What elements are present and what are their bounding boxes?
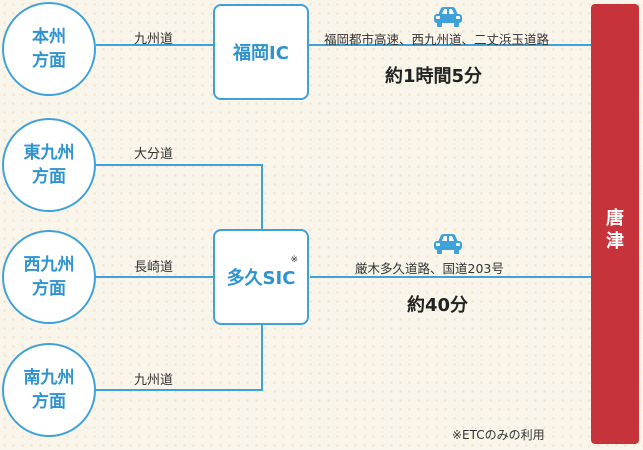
origin-label: 方面 [32, 279, 66, 299]
destination-label: 津 [606, 231, 624, 252]
interchange-name: 多久SIC [226, 268, 296, 289]
travel-time: 約1時間5分 [385, 66, 483, 87]
origin-label: 西九州 [23, 255, 75, 275]
destination-label: 唐 [606, 208, 624, 229]
origin-south-kyushu: 南九州 方面 [2, 343, 96, 437]
road-label: 九州道 [134, 373, 174, 388]
origin-label: 南九州 [23, 368, 75, 388]
origin-west-kyushu: 西九州 方面 [2, 230, 96, 324]
road-label: 大分道 [134, 147, 174, 162]
car-icon [434, 234, 462, 254]
route-description: 福岡都市高速、西九州道、二丈浜玉道路 [324, 32, 550, 47]
destination-karatsu: 唐 津 [591, 4, 639, 444]
origin-honshu: 本州 方面 [2, 2, 96, 96]
car-icon [434, 7, 462, 27]
route-description: 厳木多久道路、国道203号 [355, 261, 504, 276]
origin-label: 本州 [32, 27, 66, 47]
footnote: ※ETCのみの利用 [452, 428, 545, 442]
interchange-name: 福岡IC [233, 43, 289, 64]
road-label: 九州道 [134, 32, 174, 47]
interchange-fukuoka: 福岡IC [213, 4, 309, 100]
road-label: 長崎道 [134, 260, 174, 275]
origin-label: 方面 [32, 167, 66, 187]
travel-time: 約40分 [407, 295, 469, 316]
origin-label: 方面 [32, 392, 66, 412]
origin-label: 方面 [32, 51, 66, 71]
origin-label: 東九州 [23, 143, 75, 163]
etc-note-mark: ※ [290, 255, 298, 265]
interchange-taku: 多久SIC ※ [213, 229, 309, 325]
origin-east-kyushu: 東九州 方面 [2, 118, 96, 212]
